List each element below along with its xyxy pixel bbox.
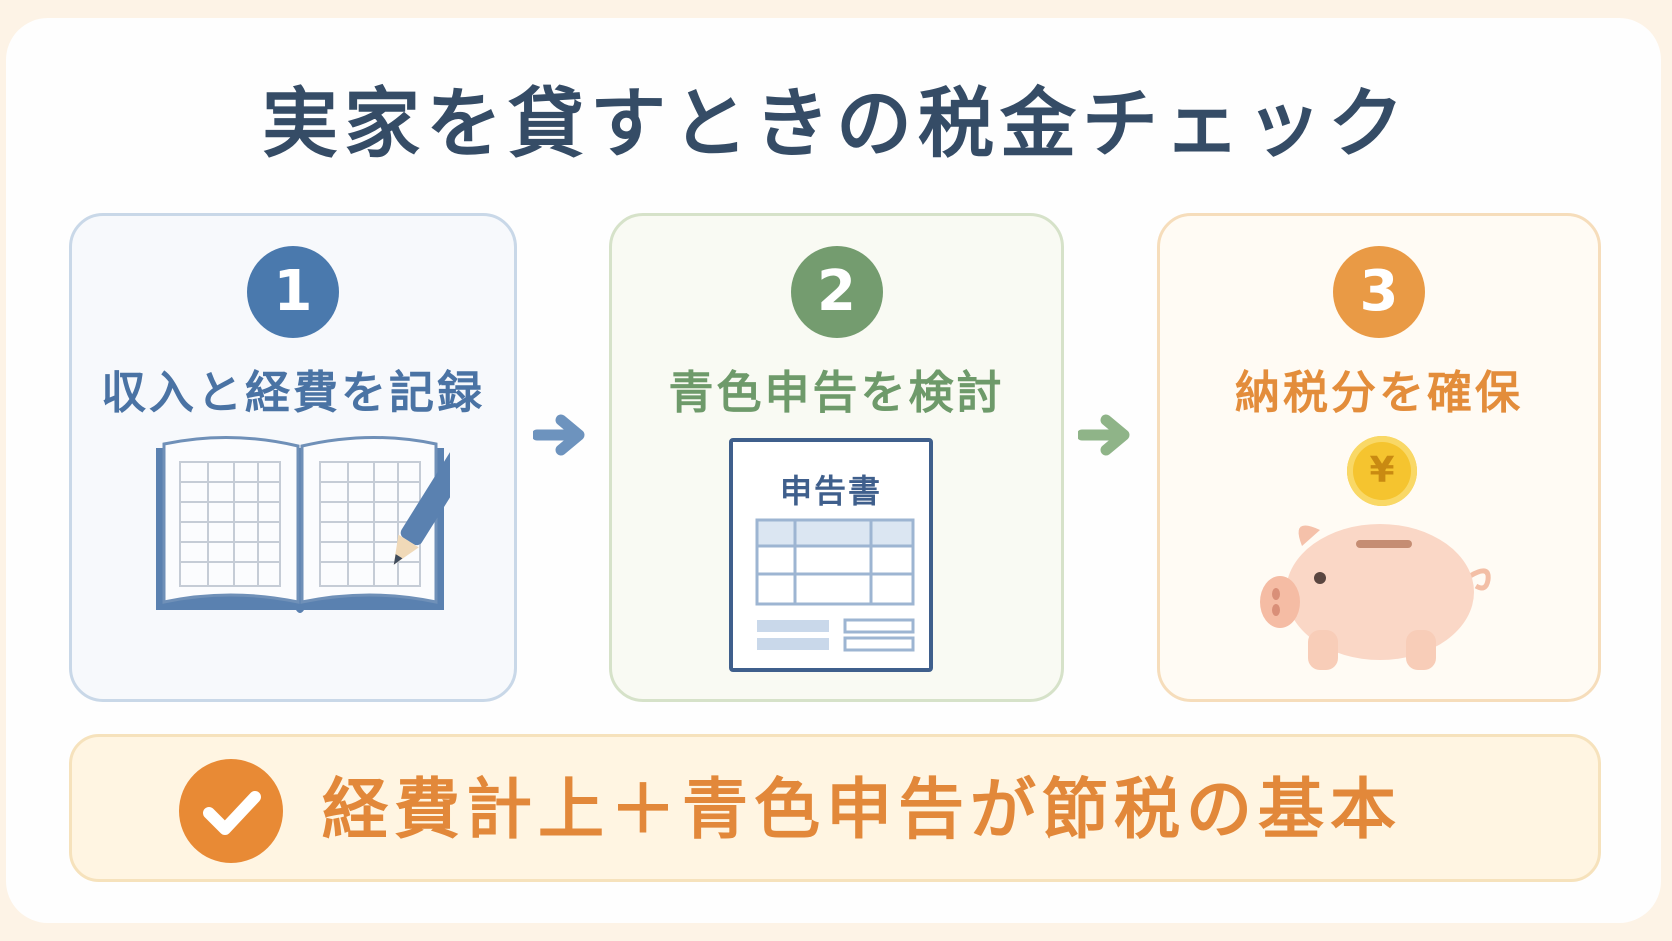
piggy-bank-icon xyxy=(1260,524,1491,670)
form-grid xyxy=(755,518,915,652)
step-3-number: 3 xyxy=(1333,246,1425,338)
step-1-label: 収入と経費を記録 xyxy=(100,366,485,419)
step-1-number: 1 xyxy=(247,246,339,338)
step-1-card: 1 収入と経費を記録 xyxy=(69,213,517,702)
step-2-card: 2 青色申告を検討 申告書 xyxy=(609,213,1064,702)
summary-text: 経費計上＋青色申告が節税の基本 xyxy=(322,771,1402,848)
coin-symbol: ¥ xyxy=(1369,450,1395,491)
arrow-right-icon xyxy=(1078,414,1130,456)
coin-icon: ¥ xyxy=(1347,436,1417,506)
form-title: 申告書 xyxy=(779,472,882,510)
step-3-card: 3 納税分を確保 ¥ xyxy=(1157,213,1601,702)
notebook-pen-icon xyxy=(156,436,450,613)
step-2-number: 2 xyxy=(790,246,883,338)
arrow-right-icon xyxy=(533,414,585,456)
page-title: 実家を貸すときの税金チェック xyxy=(262,79,1410,168)
step-2-label: 青色申告を検討 xyxy=(668,366,1005,419)
step-3-label: 納税分を確保 xyxy=(1234,366,1523,419)
tax-form-icon: 申告書 xyxy=(729,438,933,672)
check-circle-icon xyxy=(179,759,283,863)
summary-banner: 経費計上＋青色申告が節税の基本 xyxy=(69,734,1601,882)
